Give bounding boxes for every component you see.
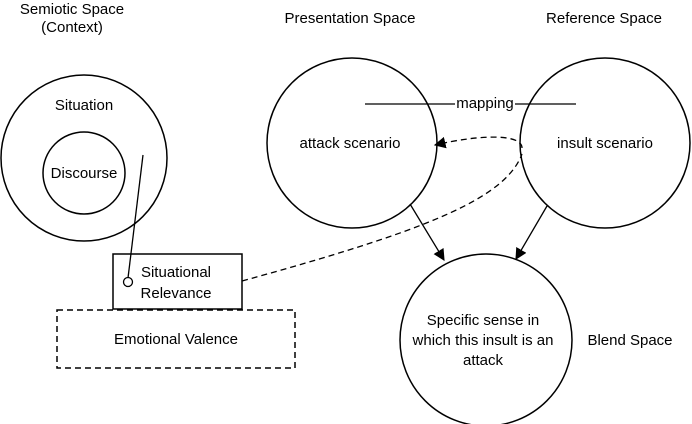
attack-scenario-label: attack scenario: [300, 135, 401, 152]
emotional-valence-box: [56, 309, 296, 369]
insult-to-attack-dashed-arrow: [433, 136, 523, 149]
semiotic-space-title: Semiotic Space: [20, 1, 124, 18]
relevance-connector-dot: [122, 276, 134, 288]
situational-relevance-label-line1: Situational: [141, 264, 211, 281]
situation-to-relevance-line: [127, 154, 144, 279]
blend-circle: [399, 253, 573, 424]
reference-space-title: Reference Space: [546, 10, 662, 27]
discourse-circle: [42, 131, 126, 215]
situation-circle: [0, 74, 168, 242]
relevance-to-insult-dashed-curve: [241, 153, 523, 282]
semiotic-space-subtitle: (Context): [41, 19, 103, 36]
insult-scenario-label: insult scenario: [557, 135, 653, 152]
presentation-space-title: Presentation Space: [285, 10, 416, 27]
discourse-label: Discourse: [51, 165, 118, 182]
situational-relevance-box: [112, 253, 243, 310]
blend-label-line1: Specific sense in: [427, 312, 540, 329]
situational-relevance-label-line2: Relevance: [141, 285, 212, 302]
insult-to-blend-arrow: [515, 205, 548, 261]
blend-space-title: Blend Space: [587, 332, 672, 349]
blend-label-line3: attack: [463, 352, 504, 369]
situation-label: Situation: [55, 97, 113, 114]
blend-label-line2: which this insult is an: [412, 332, 554, 349]
attack-to-blend-arrow: [409, 203, 445, 262]
emotional-valence-label: Emotional Valence: [114, 331, 238, 348]
mapping-label: mapping: [456, 95, 514, 112]
